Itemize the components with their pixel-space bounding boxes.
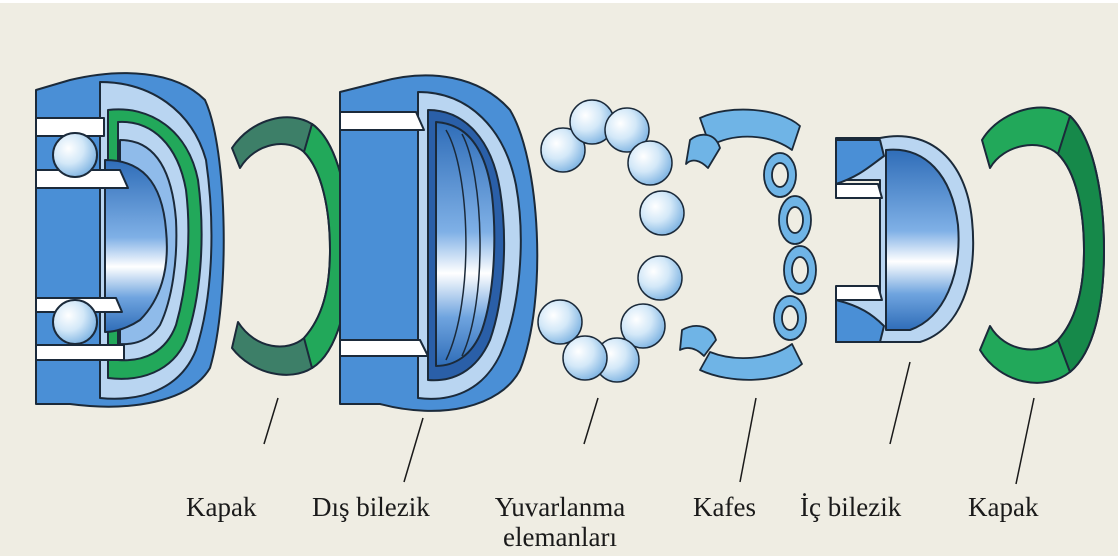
top-border	[0, 0, 1118, 3]
label-yuvarlanma: Yuvarlanma elemanları	[480, 492, 640, 552]
label-yuvarlanma-line1: Yuvarlanma	[480, 492, 640, 522]
label-kafes: Kafes	[693, 492, 756, 522]
label-dis-bilezik: Dış bilezik	[312, 492, 430, 522]
outer-ring-illustration	[340, 75, 537, 410]
label-kapak-left: Kapak	[186, 492, 256, 522]
label-ic-bilezik: İç bilezik	[800, 492, 901, 522]
label-kapak-right: Kapak	[968, 492, 1038, 522]
assembled-bearing-illustration	[36, 73, 224, 406]
label-yuvarlanma-line2: elemanları	[480, 522, 640, 552]
